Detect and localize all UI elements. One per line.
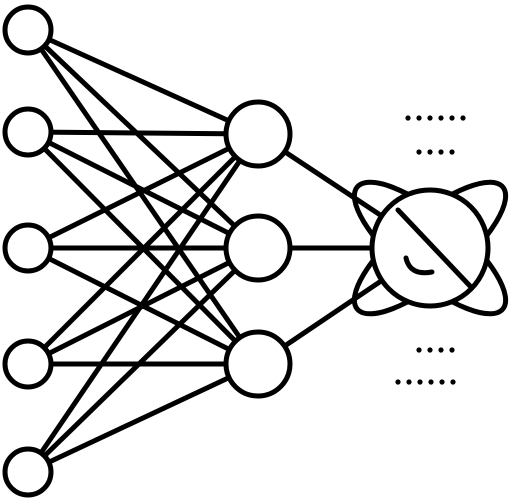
input-node-1: [2, 106, 54, 158]
ellipsis-dot-2-3: [449, 347, 455, 353]
ellipsis-dots: [395, 115, 466, 385]
edge-input-0-to-hidden-0: [25, 27, 261, 137]
output-node-slash: [395, 207, 473, 289]
ellipsis-dot-0-4: [449, 115, 455, 121]
output-node-face: [395, 207, 473, 289]
ellipsis-dot-3-5: [450, 379, 456, 385]
smile-icon: [403, 255, 435, 276]
ellipsis-dot-3-2: [417, 379, 423, 385]
edge-input-0-to-hidden-1: [25, 27, 261, 251]
ellipsis-dot-0-3: [438, 115, 444, 121]
hidden-node-1: [223, 213, 293, 283]
input-node-0: [2, 4, 54, 56]
edge-input-2-to-hidden-0: [25, 131, 261, 251]
nodes: [2, 4, 491, 498]
ellipsis-dot-3-3: [428, 379, 434, 385]
edge-input-0-to-hidden-2: [25, 27, 261, 367]
ellipsis-dot-2-0: [416, 347, 422, 353]
ellipsis-dot-0-5: [460, 115, 466, 121]
edge-input-4-to-hidden-2: [25, 361, 261, 475]
output-node-0: [369, 187, 491, 309]
ellipsis-dot-0-1: [416, 115, 422, 121]
hidden-node-0: [223, 99, 293, 169]
edge-input-1-to-hidden-0: [25, 129, 261, 137]
ellipsis-dot-1-3: [449, 149, 455, 155]
ellipsis-dot-2-1: [427, 347, 433, 353]
ellipsis-dot-3-1: [406, 379, 412, 385]
ellipsis-dot-1-0: [416, 149, 422, 155]
input-node-2: [2, 222, 54, 274]
hidden-node-2: [223, 329, 293, 399]
ellipsis-dot-1-1: [427, 149, 433, 155]
ellipsis-dot-0-0: [405, 115, 411, 121]
input-node-4: [2, 446, 54, 498]
ellipsis-dot-1-2: [438, 149, 444, 155]
input-node-3: [2, 338, 54, 390]
edge-input-4-to-hidden-1: [25, 245, 261, 475]
ellipsis-dot-0-2: [427, 115, 433, 121]
ellipsis-dot-3-0: [395, 379, 401, 385]
ellipsis-dot-2-2: [438, 347, 444, 353]
edge-input-3-to-hidden-0: [25, 131, 261, 367]
ellipsis-dot-3-4: [439, 379, 445, 385]
edge-input-4-to-hidden-0: [25, 131, 261, 475]
connections: [25, 27, 433, 475]
